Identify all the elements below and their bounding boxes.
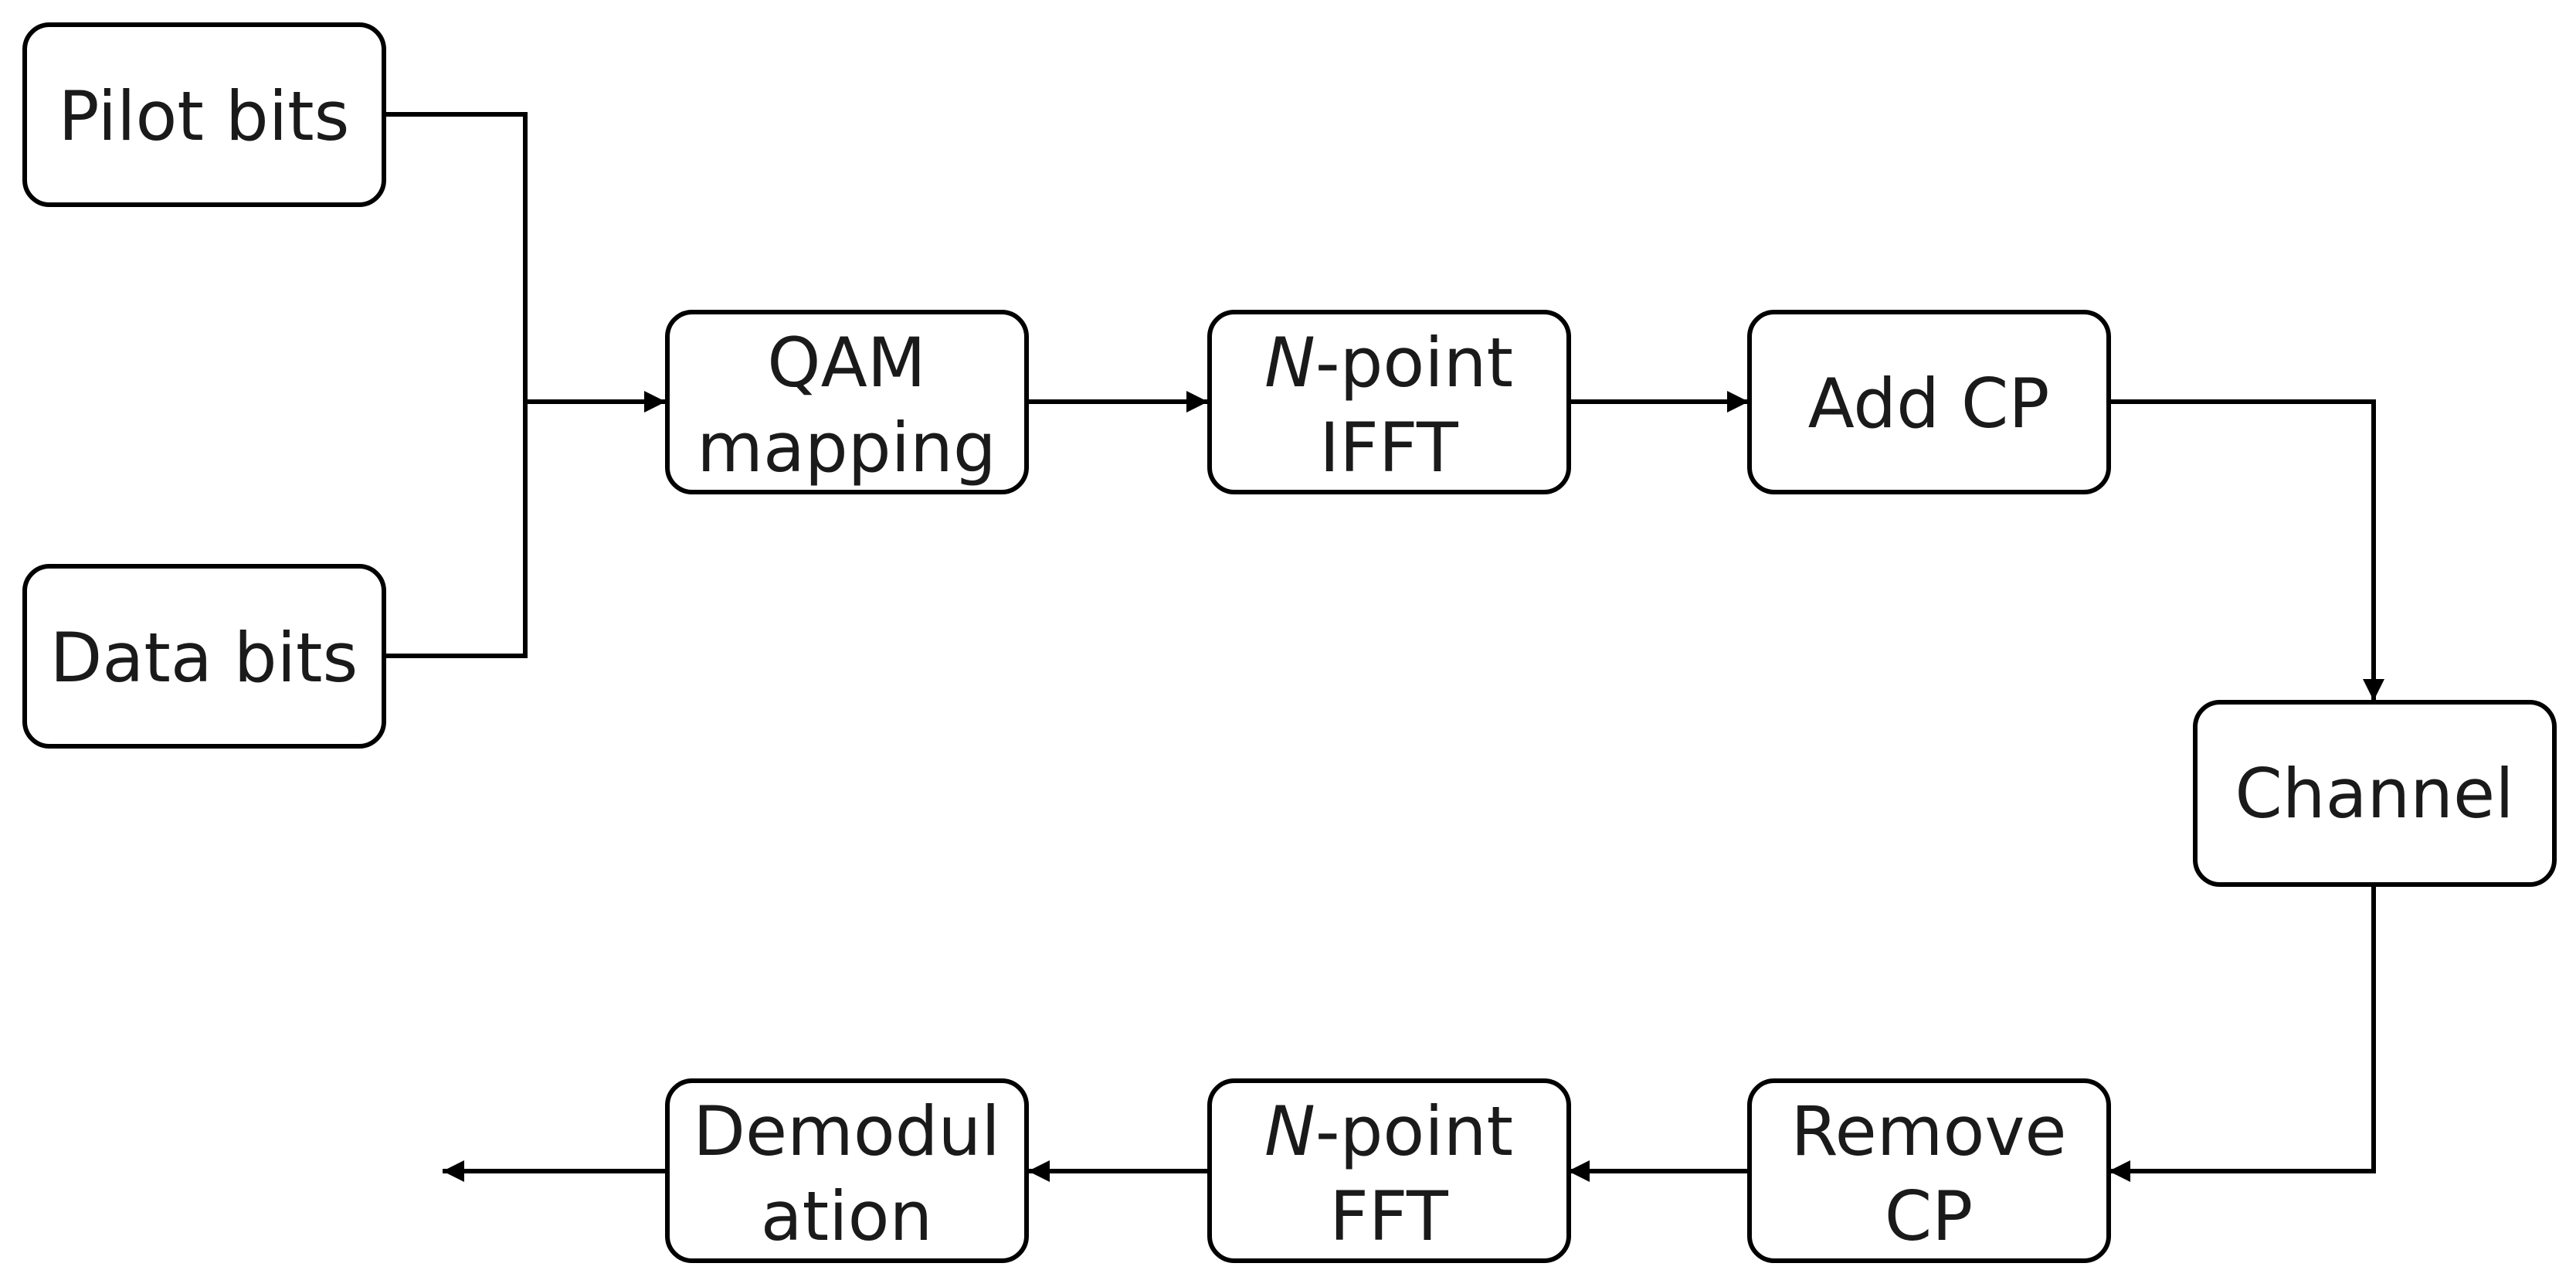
label-data-bits: Data bits (50, 618, 358, 698)
block-remove-cp (1747, 1078, 2111, 1263)
label-add-cp: Add CP (1808, 364, 2050, 443)
block-demodulation (665, 1078, 1029, 1263)
connector-data-bits (384, 402, 528, 658)
label-qam-line1: QAM (767, 323, 925, 402)
block-channel (2193, 700, 2557, 887)
block-data-bits (22, 564, 386, 749)
label-qam-line2: mapping (697, 408, 996, 487)
connector-pilot-bits (384, 112, 528, 402)
label-ifft-line2: IFFT (1319, 408, 1459, 487)
block-ifft (1207, 310, 1571, 494)
block-fft (1207, 1078, 1571, 1263)
label-pilot-bits: Pilot bits (58, 76, 349, 156)
block-add-cp (1747, 310, 2111, 494)
label-demod-line2: ation (761, 1177, 933, 1256)
label-fft-line1: N-point (1264, 1092, 1513, 1171)
label-removecp-line1: Remove (1790, 1092, 2066, 1171)
label-ifft-line1: N-point (1264, 323, 1513, 402)
block-qam-mapping (665, 310, 1029, 494)
connector-channel-to-removecp (2109, 885, 2376, 1182)
label-fft-line2: FFT (1329, 1177, 1449, 1256)
label-fft-point: -point (1315, 1092, 1513, 1171)
connector-addcp-to-channel (2109, 399, 2384, 701)
label-ifft-point: -point (1315, 323, 1513, 402)
label-channel: Channel (2235, 754, 2513, 834)
label-demod-line1: Demodul (693, 1092, 1000, 1171)
label-removecp-line2: CP (1885, 1177, 1974, 1256)
block-pilot-bits (22, 22, 386, 207)
label-fft-n-symbol: N (1264, 1092, 1315, 1171)
label-ifft-n-symbol: N (1264, 323, 1315, 402)
